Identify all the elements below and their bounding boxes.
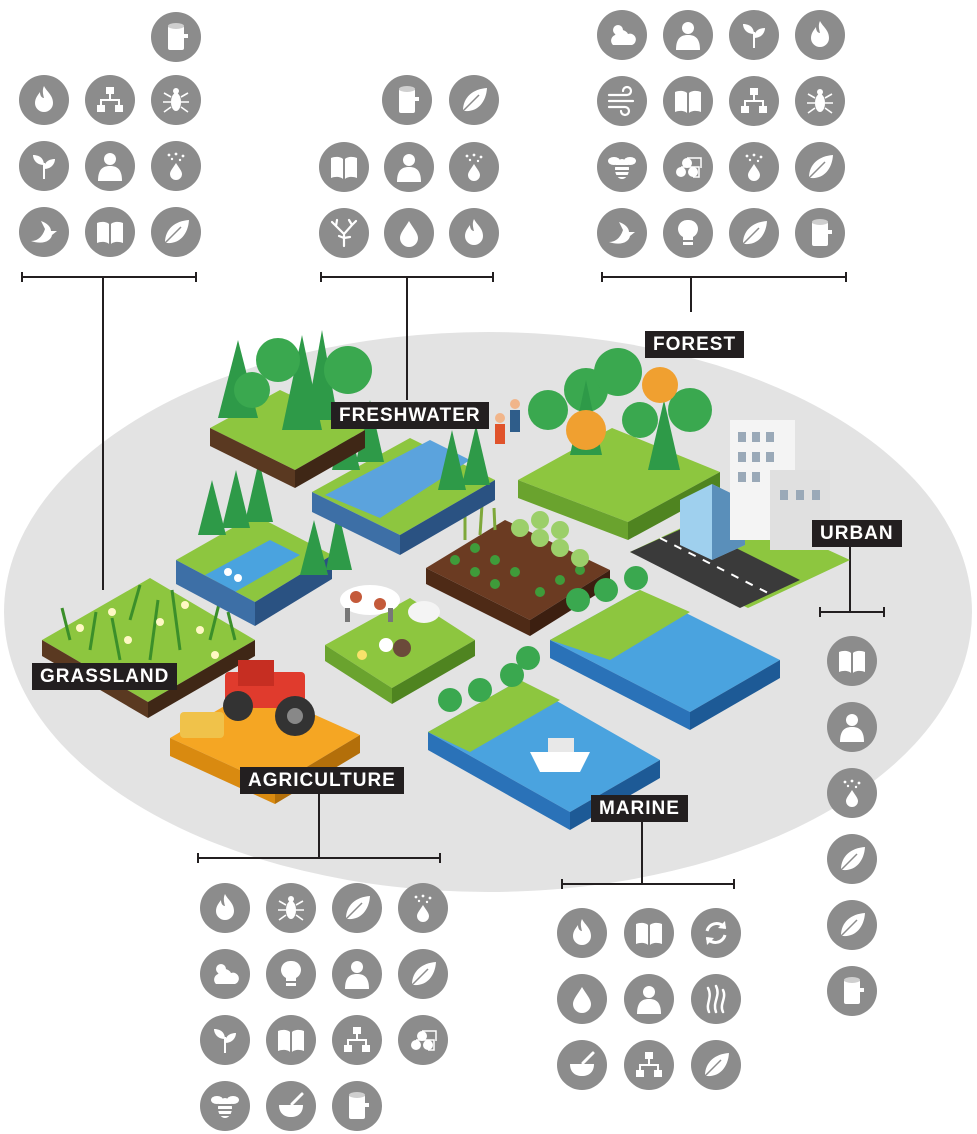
urban-bracket [819,545,885,617]
hikers [495,399,520,444]
insect-icon [151,75,201,125]
plant-icon [19,141,69,191]
hierarchy-icon [85,75,135,125]
urban-label: URBAN [812,520,902,547]
insect-icon [266,883,316,933]
hierarchy-icon [332,1015,382,1065]
bee-icon [200,1081,250,1131]
leaf-icon [729,208,779,258]
wind-icon [597,76,647,126]
pasture-tile [325,585,475,704]
mortar-icon [557,1040,607,1090]
freshwater-tile-right [312,399,520,555]
book-icon [266,1015,316,1065]
hay-bale [180,712,224,738]
agriculture-label: AGRICULTURE [240,767,404,794]
forest-tile-left [210,330,372,488]
cropland-tile [426,504,610,636]
water-drop-icon [557,974,607,1024]
fire-icon [557,908,607,958]
bird-icon [19,207,69,257]
cow [340,585,400,622]
leaf-icon [691,1040,741,1090]
book-icon [827,636,877,686]
leaf-icon [332,883,382,933]
seaweed-icon [691,974,741,1024]
connector-lines [21,272,885,889]
person-icon [624,974,674,1024]
weather-icon [597,10,647,60]
lightbulb-icon [663,208,713,258]
logs-icon [398,1015,448,1065]
hierarchy-icon [624,1040,674,1090]
leaf-icon [795,142,845,192]
grassland-label: GRASSLAND [32,663,178,690]
timber-icon [332,1081,382,1131]
marine-bracket [561,818,735,889]
person-icon [85,141,135,191]
logs-icon [663,142,713,192]
book-icon [85,207,135,257]
forest-bracket [601,272,847,312]
person-icon [827,702,877,752]
grassland-bracket [21,272,197,590]
water-quality-icon [729,142,779,192]
fire-icon [200,883,250,933]
forest-label: FOREST [645,331,745,358]
freshwater-bracket [320,272,494,400]
person-icon [332,949,382,999]
plant-icon [200,1015,250,1065]
freshwater-tile-left [176,460,352,626]
fire-icon [19,75,69,125]
urban-tile [630,420,850,608]
book-icon [319,142,369,192]
timber-icon [795,208,845,258]
fire-icon [449,208,499,258]
water-quality-icon [151,141,201,191]
timber-icon [151,12,201,62]
trees-freshwater-left [198,460,352,575]
book-icon [663,76,713,126]
freshwater-label: FRESHWATER [331,402,489,429]
timber-icon [827,966,877,1016]
timber-icon [382,75,432,125]
insect-icon [795,76,845,126]
tractor [223,660,315,736]
leaf-icon [449,75,499,125]
leaf-icon [827,900,877,950]
water-quality-icon [449,142,499,192]
leaf-icon [398,949,448,999]
water-quality-icon [398,883,448,933]
plant-icon [729,10,779,60]
bee-icon [597,142,647,192]
recycle-icon [691,908,741,958]
coral-icon [319,208,369,258]
bird-icon [597,208,647,258]
marine-label: MARINE [591,795,688,822]
fire-icon [795,10,845,60]
lightbulb-icon [266,949,316,999]
water-quality-icon [827,768,877,818]
leaf-icon [151,207,201,257]
weather-icon [200,949,250,999]
mortar-icon [266,1081,316,1131]
book-icon [624,908,674,958]
person-icon [663,10,713,60]
forest-tile [518,348,720,540]
boat [530,738,590,772]
water-drop-icon [384,208,434,258]
person-icon [384,142,434,192]
leaf-icon [827,834,877,884]
hierarchy-icon [729,76,779,126]
agriculture-bracket [197,792,441,863]
sheep [408,601,440,623]
tall-building [730,420,830,550]
marine-tile-right [550,566,780,730]
